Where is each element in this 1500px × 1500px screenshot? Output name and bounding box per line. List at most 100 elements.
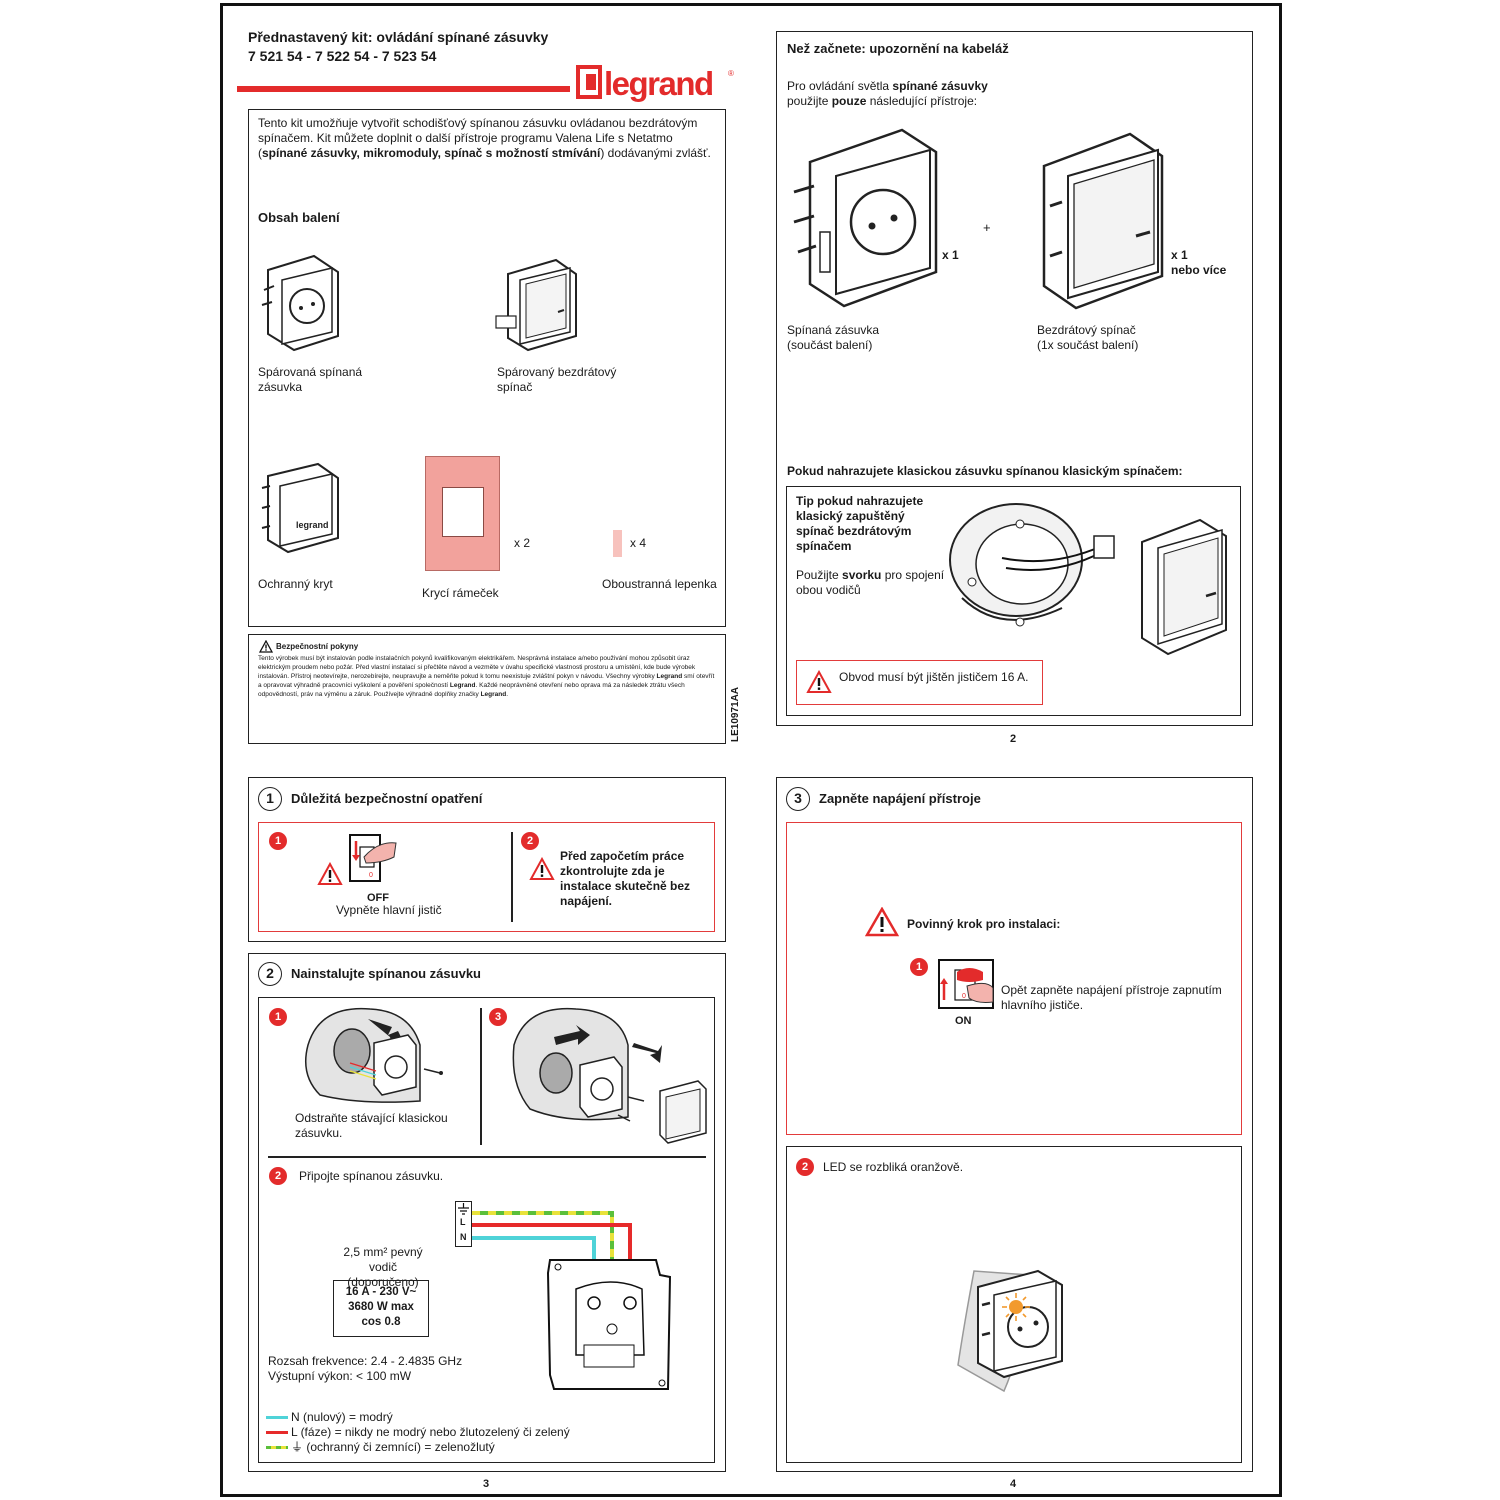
section-3-box bbox=[776, 777, 1253, 1472]
section-2-box bbox=[248, 953, 726, 1472]
section-2-inner-box bbox=[258, 997, 715, 1463]
legend-l: L (fáze) = nikdy ne modrý nebo žlutozele… bbox=[291, 1425, 570, 1439]
svg-text:0: 0 bbox=[369, 872, 373, 879]
frame-illustration bbox=[425, 456, 500, 571]
warning-icon bbox=[806, 670, 832, 693]
warning-icon bbox=[317, 862, 343, 885]
svg-text:legrand: legrand bbox=[604, 65, 713, 102]
terminal-block bbox=[455, 1201, 472, 1247]
off-label: OFF bbox=[367, 892, 389, 904]
qty-switch-more: nebo více bbox=[1171, 263, 1227, 277]
frame-qty: x 2 bbox=[514, 536, 531, 550]
ground-icon bbox=[458, 1203, 469, 1215]
legend-swatch-n bbox=[266, 1416, 288, 1419]
circuit-warning-box bbox=[796, 660, 1043, 705]
output-power: Výstupní výkon: < 100 mW bbox=[268, 1369, 412, 1383]
dev-socket-note: (součást balení) bbox=[787, 338, 873, 352]
section-2-number: 2 bbox=[258, 962, 282, 986]
adhesive-illustration bbox=[613, 530, 622, 557]
s1-step-2: 2 bbox=[521, 832, 539, 850]
item-label-adhesive: Oboustranná lepenka bbox=[602, 577, 717, 591]
legrand-logo-mark: legrand ® bbox=[576, 65, 734, 102]
off-text: Vypněte hlavní jistič bbox=[336, 903, 442, 917]
qty-socket: x 1 bbox=[942, 248, 959, 262]
mount-socket-illustration bbox=[512, 1007, 707, 1144]
led-text: LED se rozbliká oranžově. bbox=[823, 1160, 964, 1174]
terminal-l: L bbox=[460, 1217, 466, 1227]
s3-step-1: 1 bbox=[910, 958, 928, 976]
circuit-warning-text: Obvod musí být jištěn jističem 16 A. bbox=[839, 670, 1029, 684]
wire-spec: 2,5 mm² pevný vodič(doporučeno) bbox=[343, 1245, 423, 1289]
wall-box-illustration bbox=[949, 503, 1115, 627]
warning-icon bbox=[865, 907, 899, 937]
item-label-cover: Ochranný kryt bbox=[258, 577, 333, 591]
on-text: Opět zapněte napájení přístroje zapnutím… bbox=[1001, 983, 1222, 1012]
qty-switch: x 1 bbox=[1171, 248, 1188, 262]
warning-icon bbox=[259, 640, 273, 653]
item-label-frame: Krycí rámeček bbox=[422, 586, 499, 600]
legend-pe: ⏚ (ochranný či zemnící) = zelenožlutý bbox=[291, 1440, 495, 1454]
legend-n: N (nulový) = modrý bbox=[291, 1410, 393, 1424]
frequency-range: Rozsah frekvence: 2.4 - 2.4835 GHz bbox=[268, 1354, 463, 1368]
replace-title: Pokud nahrazujete klasickou zásuvku spín… bbox=[787, 464, 1183, 478]
section-3-redbox bbox=[786, 822, 1242, 1135]
s1-step-1: 1 bbox=[269, 832, 287, 850]
adhesive-qty: x 4 bbox=[630, 536, 647, 550]
p2-socket-illustration bbox=[793, 128, 938, 308]
dev-socket-name: Spínaná zásuvka bbox=[787, 323, 880, 337]
section-2-title: Nainstalujte spínanou zásuvku bbox=[291, 966, 481, 981]
tip-switch-illustration bbox=[1141, 518, 1227, 656]
led-socket-illustration bbox=[957, 1269, 1063, 1393]
page-number-2: 2 bbox=[1010, 733, 1017, 745]
section-1-title: Důležitá bezpečnostní opatření bbox=[291, 791, 483, 806]
warning-icon bbox=[529, 857, 555, 880]
p1-intro: Tento kit umožňuje vytvořit schodišťový … bbox=[258, 116, 711, 160]
cover-illustration: legrand bbox=[261, 462, 339, 554]
tip-title: Tip pokud nahrazujete klasický zapuštěný… bbox=[796, 494, 924, 553]
on-label: ON bbox=[955, 1015, 972, 1027]
document-sheet bbox=[220, 3, 1282, 1497]
item-label-switch: Spárovaný bezdrátový spínač bbox=[497, 365, 617, 394]
section-1-box bbox=[248, 777, 726, 942]
page-number-3: 3 bbox=[483, 1478, 490, 1490]
switch-illustration bbox=[495, 258, 577, 352]
p2-box bbox=[776, 31, 1253, 726]
divider bbox=[268, 1156, 706, 1158]
divider bbox=[480, 1008, 482, 1145]
wiring-diagram bbox=[472, 1211, 672, 1390]
s2-step-2: 2 bbox=[269, 1167, 287, 1185]
led-step-box bbox=[786, 1146, 1242, 1463]
p1-main-box bbox=[248, 109, 726, 627]
breaker-on-icon: 0 bbox=[938, 959, 994, 1009]
safety-text: Tento výrobek musí být instalován podle … bbox=[258, 655, 715, 698]
p2-use-text: Pro ovládání světla spínané zásuvky použ… bbox=[787, 79, 988, 108]
p1-title: Přednastavený kit: ovládání spínané zásu… bbox=[248, 29, 549, 45]
plus-sign: + bbox=[983, 220, 991, 235]
doc-code: LE10971AA bbox=[730, 686, 741, 742]
page-number-4: 4 bbox=[1010, 1478, 1017, 1490]
remove-socket-illustration bbox=[305, 1007, 443, 1103]
legend-swatch-l bbox=[266, 1431, 288, 1434]
svg-text:0: 0 bbox=[962, 993, 966, 1000]
safety-title: Bezpečnostní pokyny bbox=[276, 642, 359, 651]
section-1-redbox bbox=[258, 822, 715, 932]
socket-illustration bbox=[261, 254, 339, 352]
legend-swatch-pe bbox=[266, 1446, 288, 1449]
svg-text:legrand: legrand bbox=[296, 520, 329, 530]
p2-switch-illustration bbox=[1042, 132, 1164, 310]
tip-box bbox=[786, 486, 1241, 716]
p2-title: Než začnete: upozornění na kabeláž bbox=[787, 41, 1009, 56]
s3-step-2: 2 bbox=[796, 1158, 814, 1176]
section-3-title: Zapněte napájení přístroje bbox=[819, 791, 981, 806]
mandatory-step-title: Povinný krok pro instalaci: bbox=[907, 917, 1061, 931]
svg-text:®: ® bbox=[728, 69, 734, 78]
p1-codes: 7 521 54 - 7 522 54 - 7 523 54 bbox=[248, 48, 437, 64]
legrand-logo: legrand ® bbox=[576, 64, 736, 104]
section-3-number: 3 bbox=[786, 787, 810, 811]
s2-step-2-text: Připojte spínanou zásuvku. bbox=[299, 1169, 444, 1183]
item-label-socket: Spárovaná spínaná zásuvka bbox=[258, 365, 363, 394]
s2-step-1: 1 bbox=[269, 1008, 287, 1026]
contents-title: Obsah balení bbox=[258, 210, 340, 225]
terminal-n: N bbox=[460, 1232, 467, 1242]
